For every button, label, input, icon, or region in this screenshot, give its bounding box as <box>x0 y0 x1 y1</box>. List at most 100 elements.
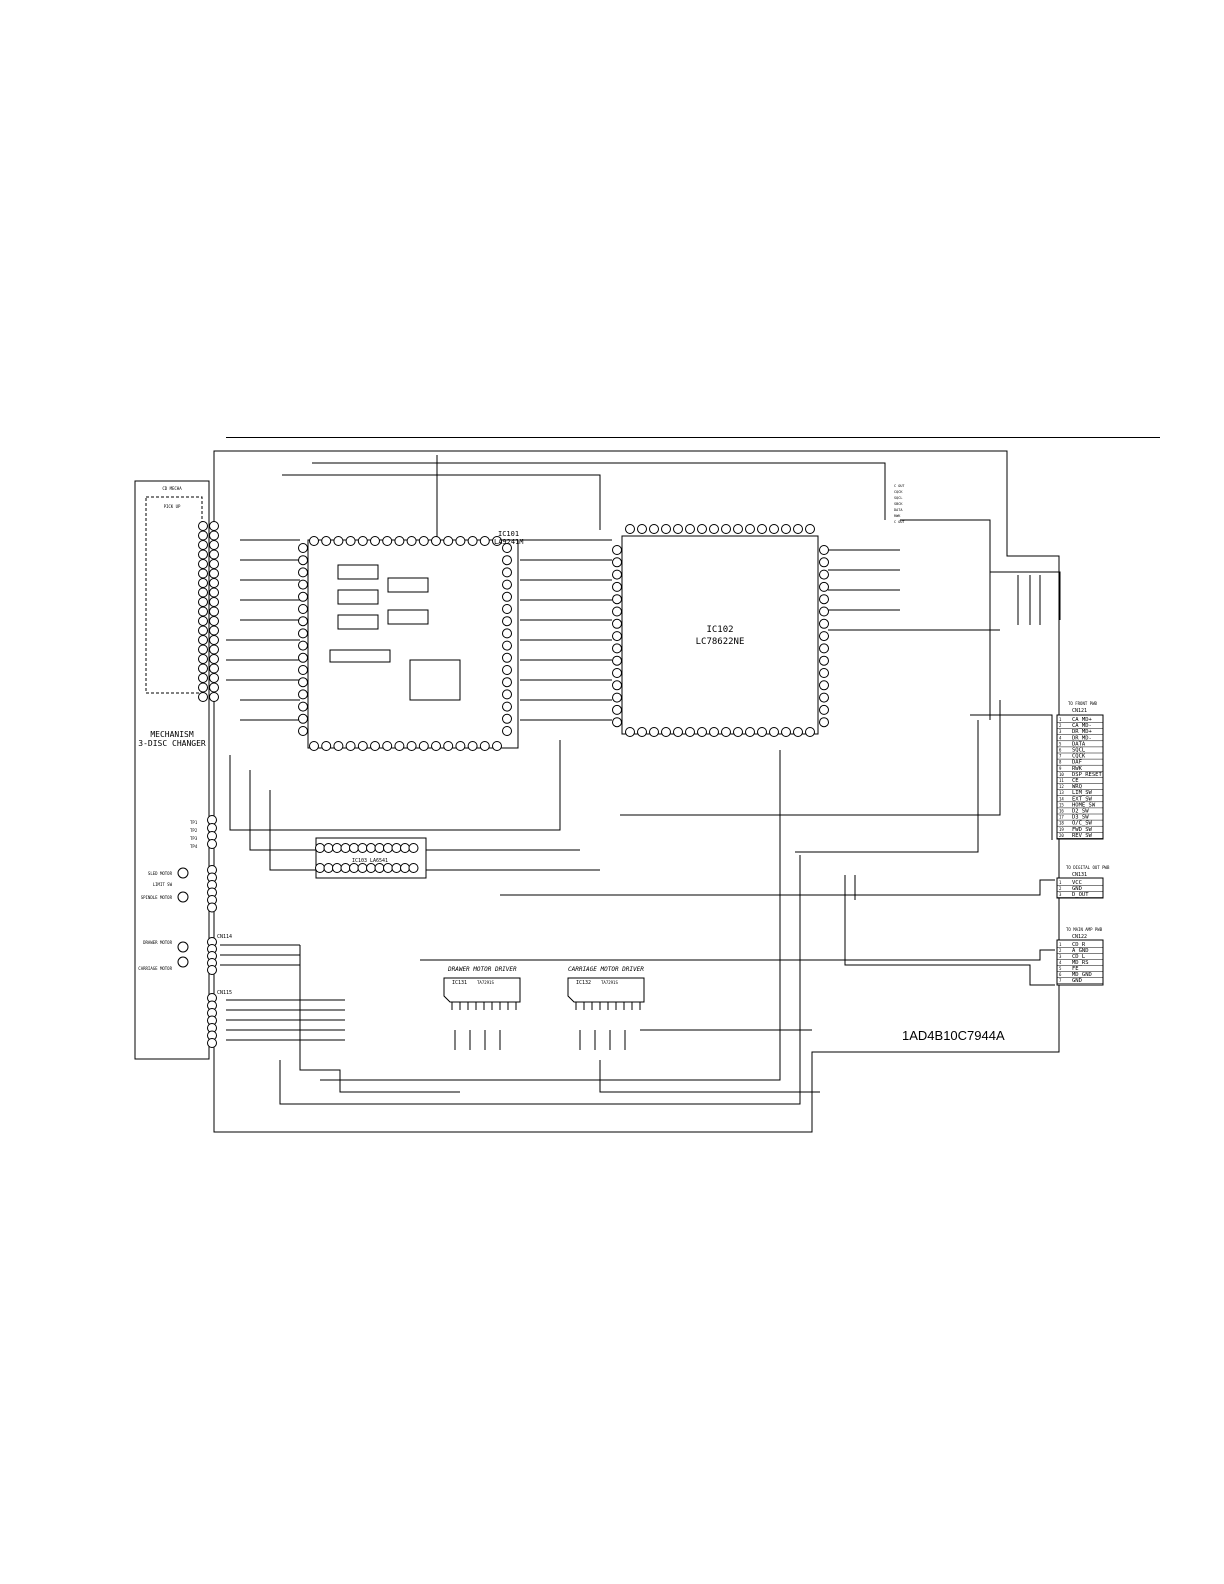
ic101-pin <box>309 536 319 546</box>
ic101-pin <box>298 665 308 675</box>
board-outline <box>213 450 1060 1133</box>
cn121-pin-number: 20 <box>1059 833 1064 838</box>
ic102-pin <box>819 680 829 691</box>
ic101-pin <box>502 591 512 602</box>
cn121-pin-name: D3_SW <box>1072 815 1089 821</box>
test-point-label: TP3 <box>190 836 198 841</box>
cn121-pin-number: 6 <box>1059 748 1062 753</box>
ic102-pin <box>612 668 622 678</box>
ic102-pin <box>757 524 767 534</box>
ic103-pin <box>374 843 385 853</box>
motor-label: CARRIAGE MOTOR <box>138 966 172 971</box>
ic103-pin <box>349 843 359 853</box>
mechanism-connector-pin <box>209 644 219 655</box>
ic101-pin <box>298 677 308 688</box>
ic102-pin <box>819 594 829 605</box>
ic132-ref: IC132 <box>576 980 591 986</box>
ic101-pin <box>455 741 466 751</box>
drawer-driver-title: DRAWER MOTOR DRIVER <box>447 966 517 973</box>
ic102-pin <box>819 569 829 580</box>
ic101-pin <box>431 741 441 751</box>
cn114-connector-pin <box>207 965 217 975</box>
cn121-pin-name: EXT_SW <box>1072 796 1093 802</box>
cn122-pin-number: 7 <box>1059 978 1062 983</box>
cn122-pin-number: 4 <box>1059 960 1062 965</box>
ic103-pin <box>383 863 393 873</box>
mechanism-connector-pin <box>209 578 219 588</box>
mechanism-connector-pin <box>198 568 208 579</box>
cn121-pin-name: CA_MD- <box>1072 723 1092 729</box>
output-label: SBCK <box>894 502 903 506</box>
cn121-pin-name: DAF <box>1072 760 1082 766</box>
ic101-pin <box>298 579 308 590</box>
ic101-pin <box>502 665 512 675</box>
cn121-pin-name: DSP_RESET <box>1072 772 1102 778</box>
ic103-pin <box>349 863 359 873</box>
mechanism-connector-pin <box>209 530 219 541</box>
ic102-pin <box>819 643 829 654</box>
mechanism-connector-pin <box>198 606 208 617</box>
ic102-pin <box>819 692 829 703</box>
ic102-pin <box>612 618 622 629</box>
mechanism-connector-pin <box>209 682 219 693</box>
ic101-pin <box>321 741 332 751</box>
cn122-pin-number: 2 <box>1059 948 1062 953</box>
ic103-pin <box>400 863 410 873</box>
ic101-pin <box>357 741 368 751</box>
cn122-ref: CN122 <box>1072 934 1087 940</box>
mechanism-sublabel: 3-DISC CHANGER <box>138 739 206 748</box>
ic101-pin <box>394 741 405 751</box>
ic101-pin <box>298 591 308 602</box>
cn122-pin-name: MD_GND <box>1072 972 1092 978</box>
mechanism-connector-pin <box>198 587 208 598</box>
ic101-pin <box>502 701 512 712</box>
ic103-pin <box>332 863 342 873</box>
ic102-pin <box>781 524 791 534</box>
cn122-pin-name: GND <box>1072 978 1082 984</box>
cn121-ref: CN121 <box>1072 708 1087 714</box>
ic102-pin <box>612 594 622 605</box>
mechanism-connector-pin <box>209 663 219 674</box>
mechanism-connector-pin <box>209 616 219 626</box>
ic102-pin <box>709 727 719 737</box>
ic101-pin <box>298 616 308 627</box>
cn121-pin-name: REV_SW <box>1072 833 1093 839</box>
ic103-pin <box>374 863 385 873</box>
ic101-pin <box>502 616 512 627</box>
mechanism-connector-pin <box>209 521 219 531</box>
ic103-pin <box>391 843 402 853</box>
cn121-pin-number: 10 <box>1059 772 1064 777</box>
cn121-pin-name: RWK <box>1072 766 1083 772</box>
cn121-pin-name: LIM_SW <box>1072 790 1093 796</box>
cn131-pin-number: 1 <box>1059 880 1062 885</box>
page-top-rule <box>226 437 1160 438</box>
ic102-pin <box>673 727 683 737</box>
ic101-pin <box>467 741 478 751</box>
ic101-pin <box>418 536 429 546</box>
test-point-label: TP1 <box>190 820 198 825</box>
ic132-part: TA7291S <box>601 980 618 985</box>
ic102-pin <box>709 524 719 534</box>
ic101-pin <box>443 741 454 751</box>
cn121-pin-name: SQCL <box>1072 748 1086 754</box>
ic101-pin <box>382 741 393 751</box>
ic102-pin <box>819 557 829 568</box>
ic102-pin <box>769 524 779 534</box>
ic101-pin <box>502 555 512 566</box>
pickup-label: PICK UP <box>164 504 181 509</box>
cn121-pin-name: FWD_SW <box>1072 827 1093 833</box>
cn122-pin-name: A_GND <box>1072 948 1089 954</box>
ic103-ref: IC103 <box>352 858 367 864</box>
cn121-pin-number: 12 <box>1059 784 1064 789</box>
cn113-connector-pin <box>207 902 217 913</box>
ic102-part: LC78622NE <box>696 637 745 647</box>
cn121-pin-name: WRQ <box>1072 784 1082 790</box>
mechanism-connector-pin <box>209 559 219 569</box>
ic101-pin <box>345 741 356 751</box>
cn121-pin-number: 5 <box>1059 741 1062 746</box>
cn131-connector <box>1056 877 1104 899</box>
ic101-pin <box>418 741 429 751</box>
cn115-connector-pin <box>207 1038 217 1048</box>
ic102-pin <box>637 727 647 737</box>
ic101-pin <box>502 689 512 700</box>
